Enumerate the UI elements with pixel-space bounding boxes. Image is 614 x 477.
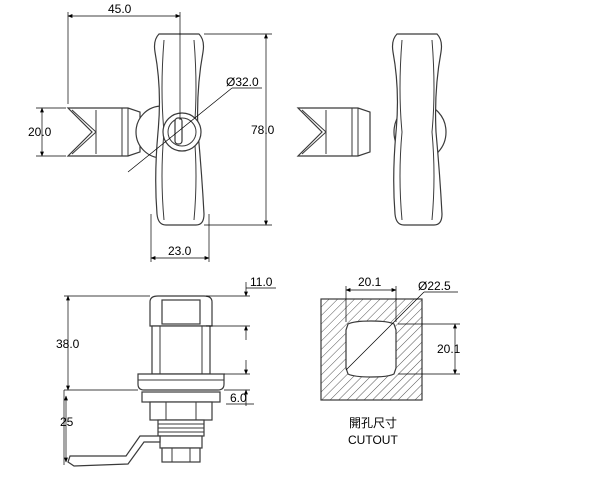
rear-tongue	[296, 107, 371, 157]
dim-cam-length: 25	[60, 415, 74, 429]
dim-cutout-width: 20.1	[358, 275, 382, 289]
rear-t-handle	[391, 33, 443, 226]
cutout-view: Ø22.5 20.1 20.1 開孔尺寸 CUTOUT	[320, 275, 461, 447]
dim-head-height: 11.0	[250, 275, 273, 289]
side-nut	[149, 401, 213, 421]
dim-handle-height: 78.0	[251, 123, 275, 137]
side-washer	[141, 391, 221, 403]
side-flange	[137, 373, 225, 391]
rear-view	[296, 33, 447, 226]
cutout-hole	[345, 320, 397, 378]
front-tongue	[66, 107, 141, 157]
dim-tongue-height: 20.0	[28, 125, 52, 139]
dim-key-cylinder-dia: Ø32.0	[226, 75, 259, 89]
dim-flange-thickness: 6.0	[230, 391, 247, 405]
dim-width-overall: 45.0	[108, 2, 132, 16]
side-cam-arm	[67, 435, 161, 467]
front-view: Ø32.0 45.0 20.0 78.0 23.0	[28, 2, 275, 262]
dim-body-length: 38.0	[56, 337, 80, 351]
cutout-label-en: CUTOUT	[348, 433, 398, 447]
side-screw	[161, 447, 201, 463]
side-cam-boss	[159, 435, 203, 449]
dim-cutout-dia: Ø22.5	[418, 279, 451, 293]
side-body	[151, 325, 211, 375]
side-view: 11.0 38.0 6.0 25	[56, 275, 276, 467]
cutout-label-cn: 開孔尺寸	[349, 416, 397, 430]
dim-handle-width: 23.0	[168, 244, 192, 258]
side-head-face	[161, 299, 201, 325]
dim-cutout-height: 20.1	[437, 342, 461, 356]
